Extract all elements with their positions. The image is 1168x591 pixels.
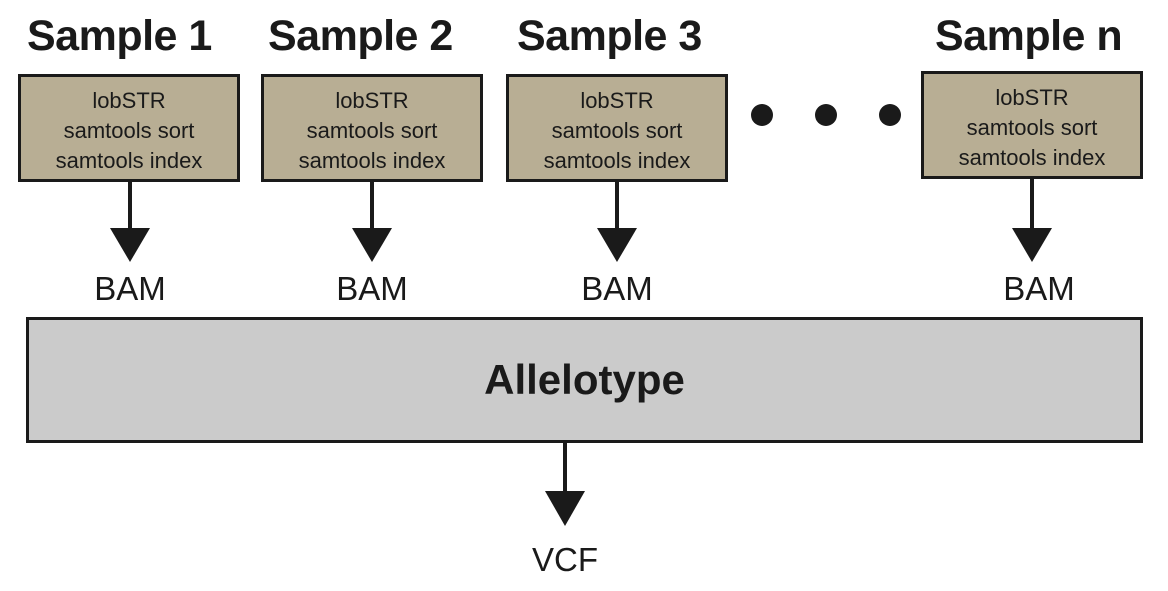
ellipsis-dot <box>879 104 901 126</box>
tool-step-lobstr: lobSTR <box>995 85 1069 110</box>
allelotype-box: Allelotype <box>26 317 1143 443</box>
tool-step-samtools-sort: samtools sort <box>63 118 195 143</box>
sample-3-arrow <box>597 182 637 262</box>
tool-step-lobstr: lobSTR <box>580 88 654 113</box>
tool-step-samtools-sort: samtools sort <box>551 118 683 143</box>
sample-n-arrow <box>1012 179 1052 262</box>
tool-step-samtools-index: samtools index <box>298 148 446 173</box>
tool-step-samtools-sort: samtools sort <box>306 118 438 143</box>
sample-3-tool-box: lobSTR samtools sort samtools index <box>506 74 728 182</box>
tool-step-samtools-index: samtools index <box>55 148 203 173</box>
sample-n-title: Sample n <box>935 12 1123 60</box>
sample-2-tool-box: lobSTR samtools sort samtools index <box>261 74 483 182</box>
sample-1-tool-box: lobSTR samtools sort samtools index <box>18 74 240 182</box>
tool-step-samtools-sort: samtools sort <box>966 115 1098 140</box>
sample-1-bam-label: BAM <box>94 270 166 307</box>
ellipsis-dot <box>815 104 837 126</box>
sample-2-arrow <box>352 182 392 262</box>
sample-2-title: Sample 2 <box>268 12 453 60</box>
sample-3-title: Sample 3 <box>517 12 702 60</box>
ellipsis-dot <box>751 104 773 126</box>
sample-n-bam-label: BAM <box>1003 270 1075 307</box>
vcf-output-label: VCF <box>532 541 598 578</box>
sample-1-title: Sample 1 <box>27 12 212 60</box>
tool-step-samtools-index: samtools index <box>543 148 691 173</box>
tool-step-lobstr: lobSTR <box>335 88 409 113</box>
tool-step-samtools-index: samtools index <box>958 145 1106 170</box>
allelotype-arrow <box>545 443 585 526</box>
sample-3-bam-label: BAM <box>581 270 653 307</box>
tool-step-lobstr: lobSTR <box>92 88 166 113</box>
sample-2-bam-label: BAM <box>336 270 408 307</box>
sample-1-arrow <box>110 182 150 262</box>
sample-n-tool-box: lobSTR samtools sort samtools index <box>921 71 1143 179</box>
